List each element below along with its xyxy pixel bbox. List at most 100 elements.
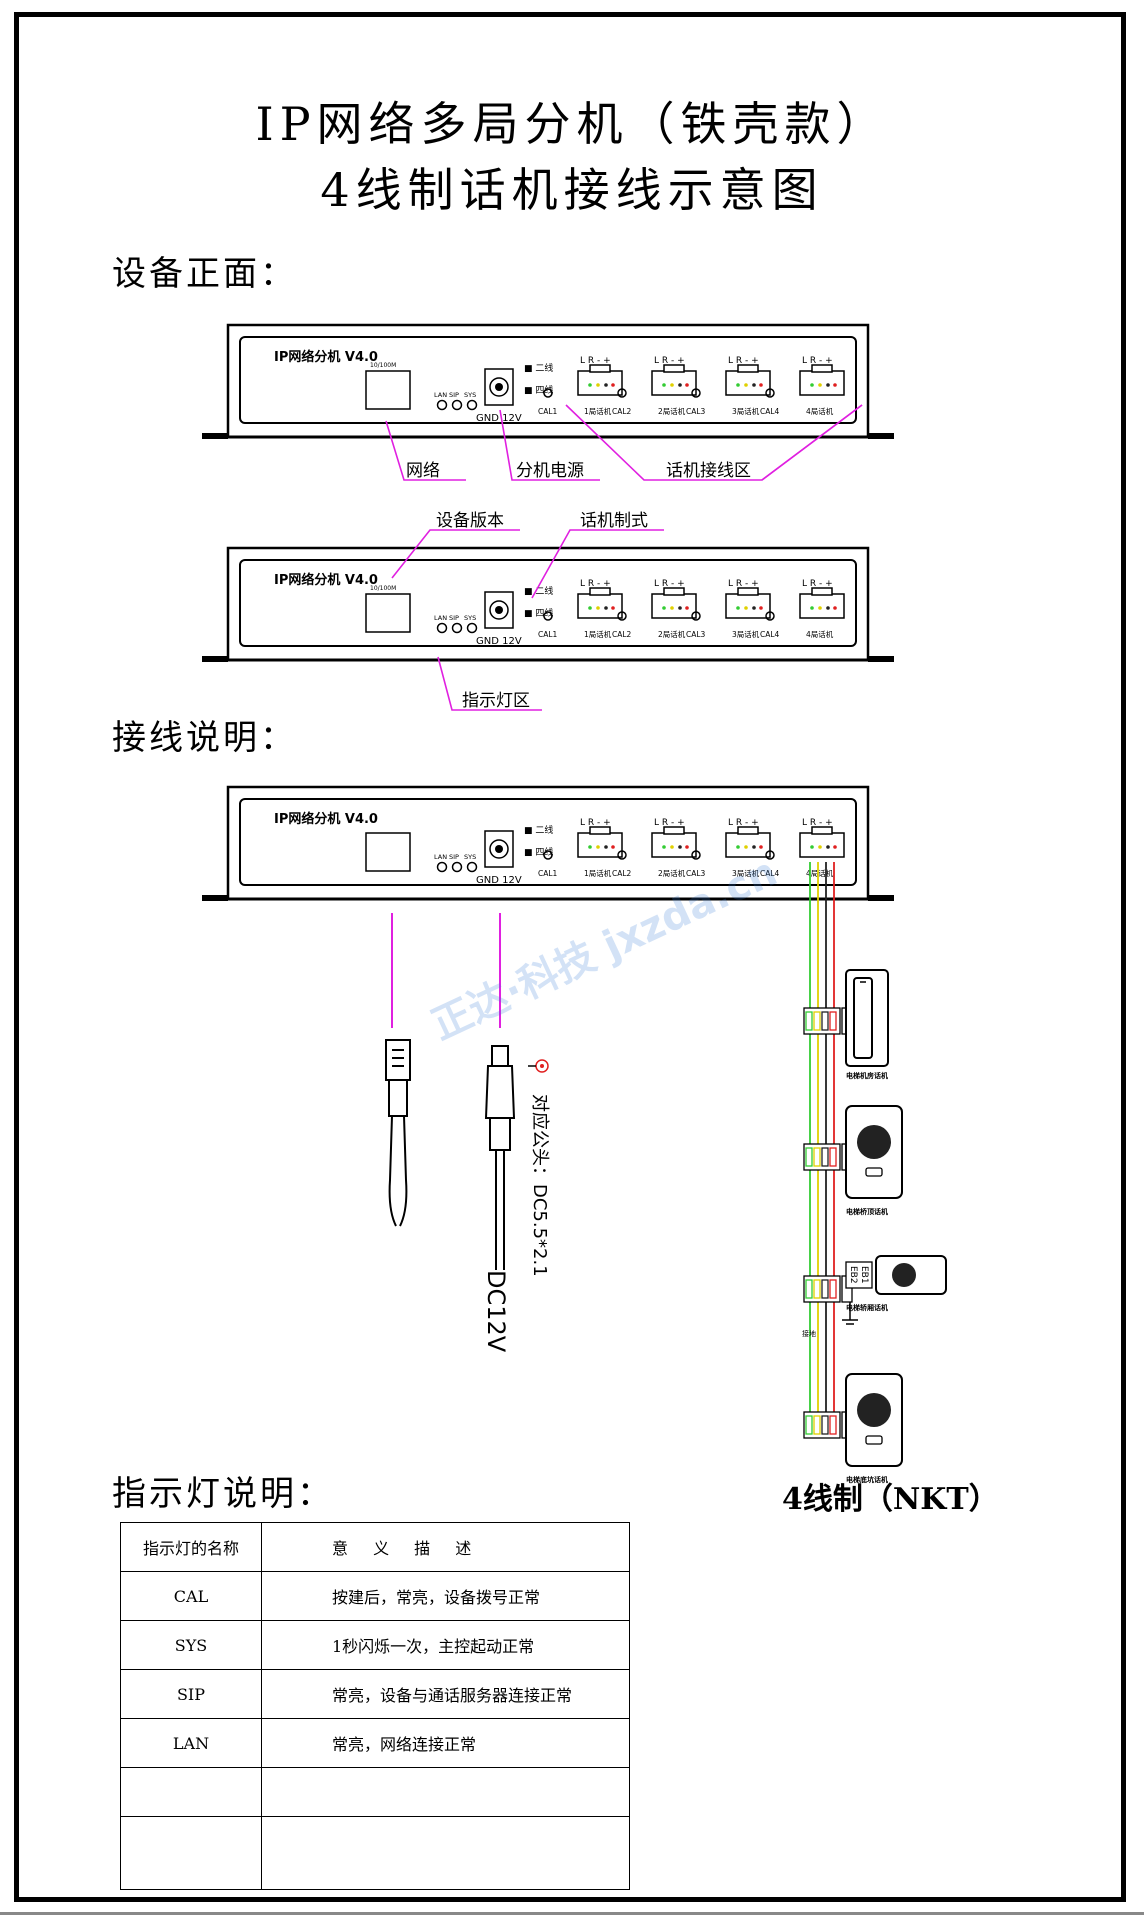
device-front-1: IP网络分机 V4.0 10/100M LAN SIP SYS GND 12V …	[200, 323, 896, 441]
line-header: L R - +	[802, 818, 833, 828]
phone-port-label: 1局话机	[584, 406, 612, 416]
led-label-lan: LAN	[434, 391, 447, 399]
line-header: L R - +	[580, 579, 611, 589]
legend-row: LAN 常亮，网络连接正常	[120, 1718, 630, 1768]
legend-led-name: SIP	[120, 1669, 262, 1719]
title-line-2: 4线制话机接线示意图	[320, 163, 824, 217]
eb-label: EB1	[859, 1266, 869, 1284]
cal-label: CAL4	[760, 869, 780, 878]
power-label: GND 12V	[476, 413, 522, 424]
line-header: L R - +	[654, 818, 685, 828]
callout-power: 分机电源	[516, 461, 584, 481]
cal-label: CAL4	[760, 630, 780, 639]
line-header: L R - +	[654, 579, 685, 589]
cal-led	[543, 611, 553, 621]
elevator-phone-label: 电梯机房话机	[846, 1071, 888, 1080]
line-header: L R - +	[580, 818, 611, 828]
phone-port-label: 2局话机	[658, 629, 686, 639]
title-line-1: IP网络多局分机（铁壳款）	[255, 97, 889, 151]
section-front: 设备正面：	[112, 254, 297, 294]
cal-led	[765, 611, 775, 621]
network-cable-icon	[385, 1039, 411, 1227]
device-model: IP网络分机 V4.0	[274, 811, 378, 827]
legend-led-desc: 常亮，设备与通话服务器连接正常	[261, 1669, 630, 1719]
cal-led	[691, 850, 701, 860]
cal-led	[617, 611, 627, 621]
device-model: IP网络分机 V4.0	[274, 572, 378, 588]
legend-row: SIP 常亮，设备与通话服务器连接正常	[120, 1669, 630, 1719]
cal-led	[617, 388, 627, 398]
device-port-speed: 10/100M	[370, 585, 396, 592]
plug-note: 对应公头：DC5.5*2.1	[529, 1094, 550, 1277]
phone-port-label: 2局话机	[658, 868, 686, 878]
terminal-block	[803, 1007, 853, 1035]
legend-header-name: 指示灯的名称	[120, 1522, 262, 1572]
phone-port-2: L R - + CAL2 2局话机	[612, 579, 697, 639]
legend-led-desc	[261, 1767, 630, 1817]
legend-header-desc: 意 义 描 述	[261, 1522, 630, 1572]
callouts-front-1	[385, 404, 863, 481]
wiring-mode-label: 4线制（NKT）	[782, 1482, 999, 1517]
indicator-legend-table: 指示灯的名称 意 义 描 述 CAL 按建后，常亮，设备拨号正常 SYS 1秒闪…	[120, 1522, 630, 1890]
legend-led-name	[120, 1767, 262, 1817]
legend-led-desc: 常亮，网络连接正常	[261, 1718, 630, 1768]
legend-led-name: CAL	[120, 1571, 262, 1621]
cal-label: CAL2	[612, 869, 632, 878]
led-label-lan: LAN	[434, 614, 447, 622]
legend-led-name: LAN	[120, 1718, 262, 1768]
eb-label: EB2	[848, 1266, 858, 1284]
ground-icon	[842, 1302, 858, 1325]
elevator-phone-label: 电梯底坑话机	[846, 1475, 888, 1484]
callout-phone-area: 话机接线区	[666, 461, 751, 481]
led-label-sys: SYS	[464, 853, 476, 861]
mode-four-wire: ■ 四线	[524, 384, 553, 396]
phone-port-label: 3局话机	[732, 629, 760, 639]
phone-port-label: 1局话机	[584, 629, 612, 639]
section-indicators: 指示灯说明：	[112, 1474, 334, 1514]
legend-led-desc	[261, 1816, 630, 1890]
ground-label: 接地	[802, 1329, 816, 1338]
cal-label: CAL3	[686, 869, 706, 878]
dc-polarity-icon	[528, 1059, 549, 1073]
cal-led	[765, 388, 775, 398]
mode-four-wire: ■ 四线	[524, 846, 553, 858]
elevator-phone-2: 电梯桥顶话机	[845, 1105, 903, 1216]
device-port-speed: 10/100M	[370, 362, 396, 369]
led-label-sys: SYS	[464, 614, 476, 622]
line-header: L R - +	[728, 579, 759, 589]
callouts-front-2	[391, 529, 664, 711]
legend-led-desc: 按建后，常亮，设备拨号正常	[261, 1571, 630, 1621]
power-and-network-leads	[391, 913, 501, 1028]
dc12v-label: DC12V	[482, 1270, 510, 1353]
callout-phone-mode: 话机制式	[580, 511, 648, 531]
terminal-block	[803, 1143, 853, 1171]
callout-network: 网络	[406, 461, 440, 481]
dc-plug-icon	[484, 1045, 516, 1270]
phone-port-label: 2局话机	[658, 406, 686, 416]
page-frame	[14, 12, 1126, 1902]
cal-label: CAL3	[686, 407, 706, 416]
cal-label: CAL2	[612, 630, 632, 639]
power-label: GND 12V	[476, 636, 522, 647]
mode-two-wire: ■ 二线	[524, 585, 553, 597]
phone-port-label: 3局话机	[732, 868, 760, 878]
legend-header-row: 指示灯的名称 意 义 描 述	[120, 1522, 630, 1572]
terminal-block	[803, 1275, 853, 1303]
cal-led	[543, 388, 553, 398]
led-label-sip: SIP	[449, 853, 459, 861]
line-header: L R - +	[802, 579, 833, 589]
led-label-sys: SYS	[464, 391, 476, 399]
legend-led-name	[120, 1816, 262, 1890]
device-front-2: IP网络分机 V4.0 10/100M LAN SIP SYS GND 12V …	[200, 546, 896, 664]
cal-led	[691, 611, 701, 621]
phone-port-2: L R - + CAL2 2局话机	[612, 818, 697, 878]
cal-label: CAL4	[760, 407, 780, 416]
led-label-sip: SIP	[449, 614, 459, 622]
legend-row	[120, 1816, 630, 1890]
